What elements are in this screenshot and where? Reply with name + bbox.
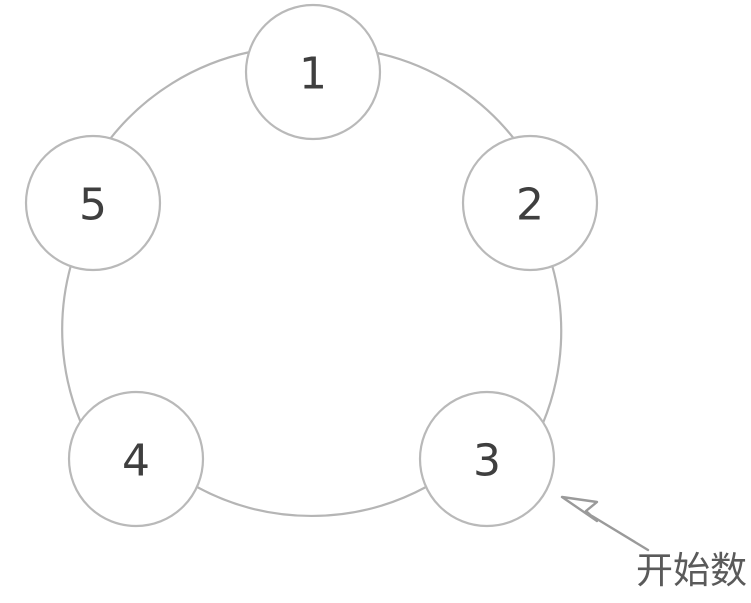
- node-group: 1 2 3 4 5: [24, 3, 599, 528]
- node-5-circle[interactable]: [24, 134, 162, 272]
- node-5[interactable]: 5: [24, 134, 162, 272]
- node-4-label: 4: [122, 436, 150, 487]
- node-2[interactable]: 2: [461, 134, 599, 272]
- node-2-label: 2: [516, 180, 544, 231]
- node-1-circle[interactable]: [244, 3, 382, 141]
- arrow-head: [560, 495, 599, 523]
- node-4-circle[interactable]: [67, 390, 205, 528]
- node-2-circle[interactable]: [461, 134, 599, 272]
- node-1-label: 1: [299, 49, 327, 100]
- node-1[interactable]: 1: [244, 3, 382, 141]
- edge-5-to-1: [108, 50, 252, 141]
- annotation-text: 开始数: [636, 549, 747, 592]
- edge-2-to-3: [541, 263, 563, 425]
- edge-3-to-4: [195, 485, 428, 517]
- annotation-arrow-icon: [560, 495, 650, 552]
- node-4[interactable]: 4: [67, 390, 205, 528]
- edge-4-to-5: [61, 263, 83, 425]
- node-3-label: 3: [473, 436, 501, 487]
- node-5-label: 5: [79, 180, 107, 231]
- edge-1-to-2: [375, 51, 517, 142]
- edge-group: [61, 50, 563, 517]
- arrow-shaft: [590, 514, 650, 552]
- node-3-circle[interactable]: [418, 390, 556, 528]
- node-3[interactable]: 3: [418, 390, 556, 528]
